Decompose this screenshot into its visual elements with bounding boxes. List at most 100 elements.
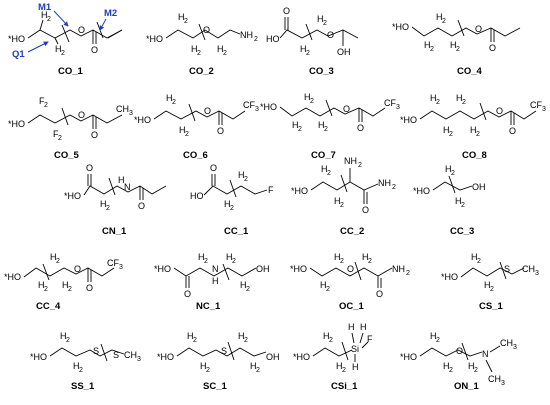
svg-text:H: H (238, 331, 245, 341)
svg-text:*HO: *HO (64, 191, 81, 201)
svg-text:H: H (443, 361, 450, 371)
svg-text:2: 2 (185, 131, 189, 138)
svg-text:S: S (93, 346, 99, 356)
svg-text:H: H (50, 252, 57, 262)
svg-text:Si: Si (351, 344, 359, 354)
label-csi-1: CSi_1 (331, 381, 358, 392)
svg-text:2: 2 (430, 46, 434, 53)
svg-text:*HO: *HO (260, 102, 277, 112)
label-cc-4: CC_4 (36, 301, 61, 312)
svg-text:NH: NH (392, 264, 405, 274)
svg-text:*HO: *HO (4, 272, 21, 282)
svg-text:O: O (347, 264, 354, 274)
svg-text:O: O (184, 289, 191, 299)
svg-text:*HO: *HO (293, 352, 310, 362)
svg-text:O: O (204, 106, 211, 116)
svg-text:H: H (445, 164, 452, 174)
svg-text:2: 2 (326, 286, 330, 293)
svg-text:O: O (489, 43, 496, 53)
svg-text:CH: CH (488, 374, 501, 384)
svg-text:H: H (41, 10, 48, 20)
svg-text:2: 2 (197, 50, 201, 57)
svg-text:H: H (38, 280, 45, 290)
svg-text:O: O (496, 106, 503, 116)
svg-text:2: 2 (324, 126, 328, 133)
label-cn-1: CN_1 (102, 226, 127, 237)
label-sc-1: SC_1 (203, 381, 227, 392)
svg-text:2: 2 (193, 337, 197, 344)
svg-text:*HO: *HO (400, 352, 417, 362)
svg-text:O: O (475, 24, 482, 34)
svg-text:N: N (124, 182, 131, 192)
svg-text:2: 2 (474, 367, 478, 374)
svg-text:F: F (367, 334, 373, 344)
svg-text:3: 3 (501, 380, 505, 387)
svg-text:2: 2 (246, 286, 250, 293)
svg-text:2: 2 (204, 258, 208, 265)
svg-text:2: 2 (244, 176, 248, 183)
svg-text:*HO: *HO (157, 352, 174, 362)
svg-text:S: S (221, 346, 227, 356)
svg-text:2: 2 (327, 170, 331, 177)
label-co-8: CO_8 (462, 150, 487, 161)
svg-text:2: 2 (310, 98, 314, 105)
svg-text:*HO: *HO (8, 34, 25, 44)
svg-text:2: 2 (340, 202, 344, 209)
svg-text:CH: CH (124, 350, 137, 360)
svg-text:2: 2 (449, 367, 453, 374)
svg-text:O: O (509, 126, 516, 136)
svg-text:2: 2 (232, 258, 236, 265)
svg-text:H: H (166, 93, 173, 103)
svg-text:3: 3 (119, 264, 123, 271)
svg-text:2: 2 (68, 286, 72, 293)
svg-text:2: 2 (451, 170, 455, 177)
svg-text:2: 2 (476, 131, 480, 138)
svg-text:O: O (86, 283, 93, 293)
svg-text:O: O (283, 6, 290, 16)
svg-text:CF: CF (384, 98, 396, 108)
svg-text:2: 2 (436, 337, 440, 344)
svg-text:CF: CF (530, 100, 542, 110)
svg-text:2: 2 (230, 205, 234, 212)
label-co-6: CO_6 (183, 150, 208, 161)
svg-text:H: H (73, 361, 80, 371)
svg-text:O: O (138, 201, 145, 211)
svg-text:H: H (430, 331, 437, 341)
svg-text:F: F (268, 185, 274, 195)
svg-text:O: O (74, 264, 81, 274)
svg-text:*HO: *HO (392, 22, 409, 32)
svg-text:2: 2 (323, 20, 327, 27)
svg-text:H: H (187, 331, 194, 341)
svg-text:2: 2 (392, 184, 396, 191)
svg-text:N: N (212, 264, 219, 274)
svg-text:H: H (362, 252, 369, 262)
svg-text:2: 2 (462, 99, 466, 106)
svg-text:O: O (357, 123, 364, 133)
svg-text:H: H (468, 361, 475, 371)
label-co-7: CO_7 (311, 150, 336, 161)
svg-text:F: F (53, 129, 59, 139)
svg-text:H: H (352, 362, 359, 372)
svg-text:3: 3 (542, 106, 546, 113)
svg-text:2: 2 (184, 18, 188, 25)
svg-text:CH: CH (116, 104, 129, 114)
svg-text:H: H (348, 322, 355, 332)
m2-label: M2 (104, 8, 117, 19)
label-co-4: CO_4 (457, 66, 483, 77)
svg-text:H: H (334, 252, 341, 262)
svg-text:H: H (321, 164, 328, 174)
svg-text:2: 2 (172, 99, 176, 106)
svg-text:H: H (360, 322, 367, 332)
